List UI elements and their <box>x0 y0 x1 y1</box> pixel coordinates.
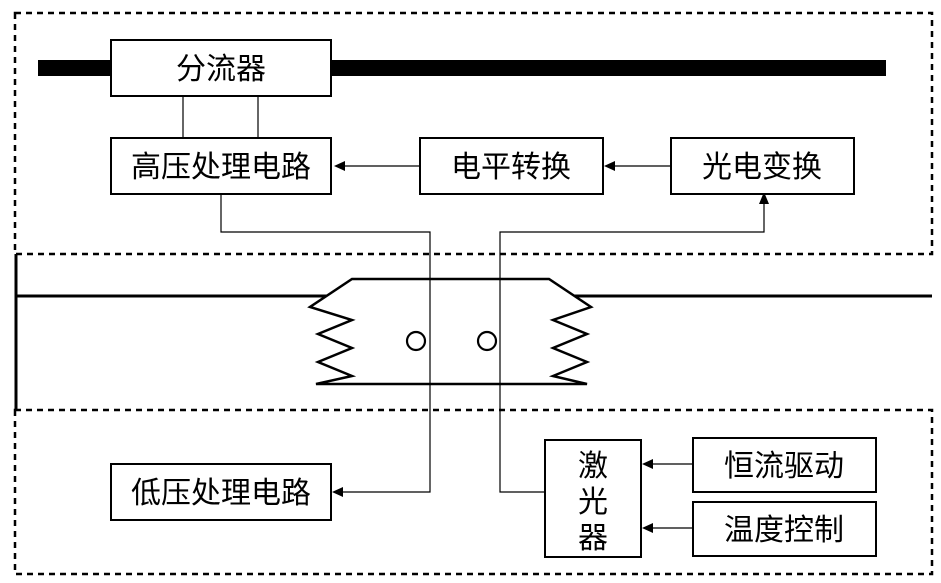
hv-processing-box: 高压处理电路 <box>110 137 332 195</box>
opto-convert-label: 光电变换 <box>702 150 822 185</box>
laser-label-3: 器 <box>578 521 608 556</box>
arrow-to-level <box>604 161 615 171</box>
fiber-port-left <box>405 330 427 352</box>
laser-box: 激 光 器 <box>544 439 642 558</box>
level-shift-box: 电平转换 <box>419 137 604 195</box>
constant-current-label: 恒流驱动 <box>724 449 844 484</box>
downlink-fiber <box>220 194 431 493</box>
fiber-port-right <box>476 330 498 352</box>
arrow-temp-to-laser <box>642 523 653 533</box>
temperature-control-box: 温度控制 <box>692 501 877 557</box>
arrow-current-to-laser <box>642 459 653 469</box>
laser-label-1: 激 <box>578 449 608 484</box>
level-shift-label: 电平转换 <box>451 150 571 185</box>
uplink-fiber <box>499 200 765 493</box>
arrow-to-hv <box>334 161 345 171</box>
lv-processing-box: 低压处理电路 <box>110 463 332 521</box>
lv-processing-label: 低压处理电路 <box>131 476 311 511</box>
insulator-shape <box>307 277 594 386</box>
arrow-to-opto <box>759 192 769 204</box>
low-voltage-region <box>13 408 934 576</box>
laser-label-2: 光 <box>578 485 608 520</box>
temperature-control-label: 温度控制 <box>724 513 844 548</box>
high-voltage-region <box>13 11 934 256</box>
arrow-to-lv <box>332 487 343 497</box>
shunt-label: 分流器 <box>176 52 266 87</box>
shunt-box: 分流器 <box>110 39 332 97</box>
opto-convert-box: 光电变换 <box>670 137 855 195</box>
hv-processing-label: 高压处理电路 <box>131 150 311 185</box>
constant-current-box: 恒流驱动 <box>692 437 877 493</box>
